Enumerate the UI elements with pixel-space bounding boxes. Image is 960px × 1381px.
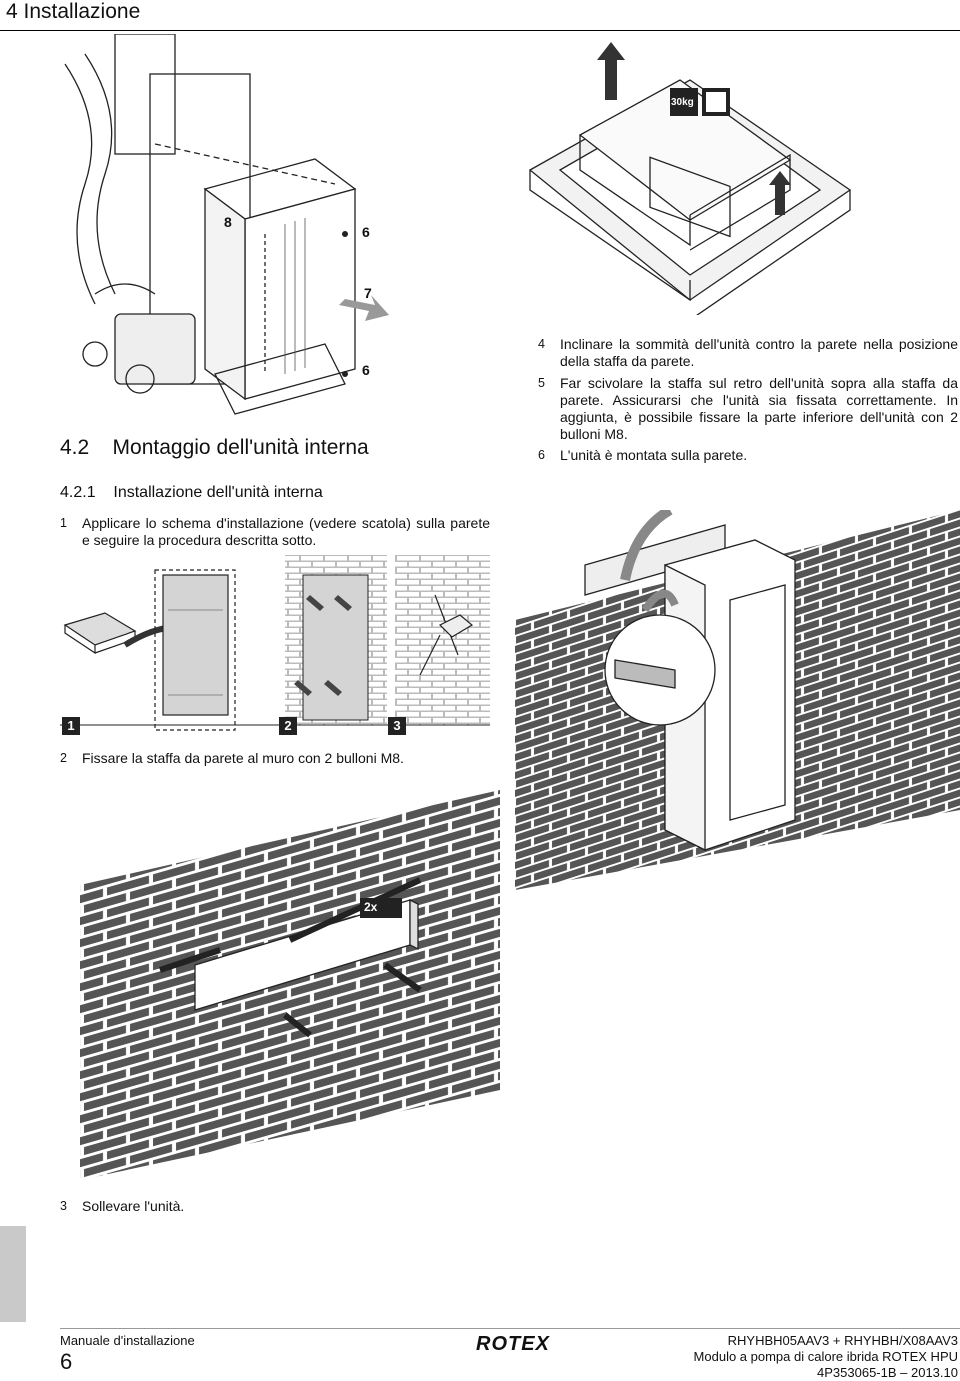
lift-unit-illustration xyxy=(528,42,852,315)
callout-7: 7 xyxy=(364,285,372,301)
callout-6-top: 6 xyxy=(362,224,370,240)
step-5: 5 Far scivolare la staffa sul retro dell… xyxy=(538,375,958,443)
step-1: 1 Applicare lo schema d'installazione (v… xyxy=(60,515,490,549)
product-name: Modulo a pompa di calore ibrida ROTEX HP… xyxy=(693,1349,958,1364)
step-number: 2 xyxy=(60,751,67,765)
step-number: 3 xyxy=(60,1199,67,1213)
section-title: Montaggio dell'unità interna xyxy=(112,436,369,459)
weight-label: 30kg xyxy=(671,97,694,108)
hang-unit-illustration xyxy=(515,510,960,890)
page-edge-tab xyxy=(0,1226,26,1322)
brand-logo: ROTEX xyxy=(476,1333,550,1355)
panel-1-label: 1 xyxy=(62,717,80,735)
step-number: 1 xyxy=(60,516,67,530)
panel-3-label: 3 xyxy=(388,717,406,735)
panel-2-label: 2 xyxy=(279,717,297,735)
wall-bracket-illustration xyxy=(80,790,500,1180)
callout-6-bottom: 6 xyxy=(362,362,370,378)
step-4: 4 Inclinare la sommità dell'unità contro… xyxy=(538,336,958,370)
step-text: Applicare lo schema d'installazione (ved… xyxy=(82,515,490,548)
page-number: 6 xyxy=(60,1349,73,1374)
step-number: 4 xyxy=(538,337,545,351)
step-number: 6 xyxy=(538,448,545,462)
step-text: Inclinare la sommità dell'unità contro l… xyxy=(560,336,958,369)
section-heading: 4.2 Montaggio dell'unità interna xyxy=(60,436,369,460)
manual-title: Manuale d'installazione xyxy=(60,1333,195,1348)
installed-unit-illustration xyxy=(64,34,389,415)
installation-template-illustration xyxy=(60,555,490,731)
step-text: L'unità è montata sulla parete. xyxy=(560,447,748,463)
step-3: 3 Sollevare l'unità. xyxy=(60,1198,490,1215)
subsection-heading: 4.2.1 Installazione dell'unità interna xyxy=(60,484,323,502)
header-divider xyxy=(0,30,960,31)
step-6: 6 L'unità è montata sulla parete. xyxy=(538,447,958,464)
callout-8: 8 xyxy=(224,214,232,230)
footer-divider xyxy=(60,1328,960,1329)
model-code: RHYHBH05AAV3 + RHYHBH/X08AAV3 xyxy=(727,1333,958,1348)
footer-info: RHYHBH05AAV3 + RHYHBH/X08AAV3 Modulo a p… xyxy=(694,1333,958,1381)
step-text: Sollevare l'unità. xyxy=(82,1198,185,1214)
step-text: Fissare la staffa da parete al muro con … xyxy=(82,750,404,766)
subsection-number: 4.2.1 xyxy=(60,484,96,501)
bolt-quantity-label: 2x xyxy=(364,900,378,914)
step-text: Far scivolare la staffa sul retro dell'u… xyxy=(560,375,958,442)
subsection-title: Installazione dell'unità interna xyxy=(113,484,323,501)
document-code: 4P353065-1B – 2013.10 xyxy=(817,1365,958,1380)
step-2: 2 Fissare la staffa da parete al muro co… xyxy=(60,750,490,767)
step-number: 5 xyxy=(538,376,545,390)
chapter-title: 4 Installazione xyxy=(6,0,141,23)
section-number: 4.2 xyxy=(60,436,90,459)
